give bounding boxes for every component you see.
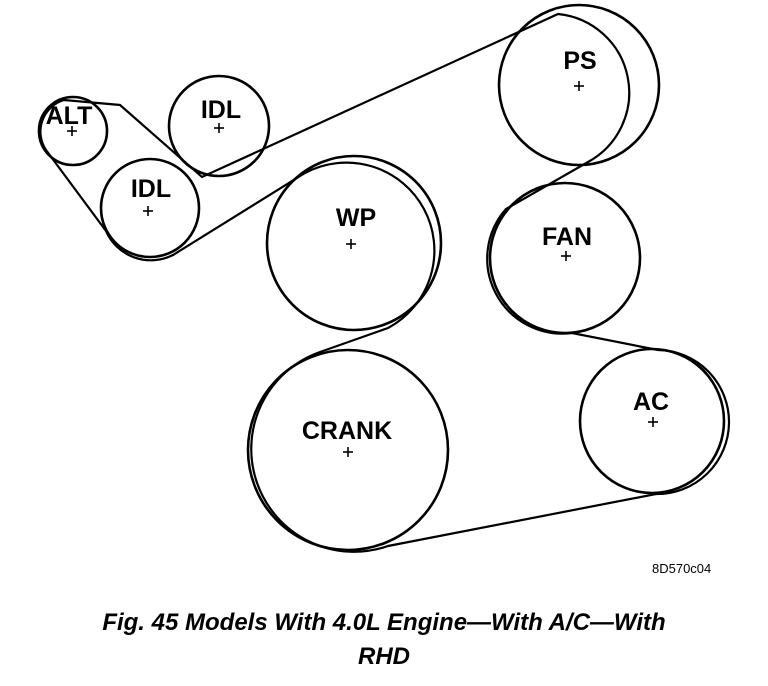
plus-icon: [214, 123, 224, 133]
pulley-label-ps: PS: [563, 47, 596, 75]
pulley-label-idl-lower: IDL: [131, 175, 171, 203]
figure-caption-line-2: RHD: [358, 643, 410, 670]
pulley-label-alt: ALT: [46, 102, 93, 130]
pulley-alt: ALT: [37, 95, 109, 167]
pulley-crankshaft: CRANK: [246, 348, 450, 552]
pulley-idler-lower: IDL: [99, 157, 201, 259]
plus-icon: [561, 251, 571, 261]
pulley-label-fan: FAN: [542, 223, 592, 251]
pulley-label-idl-upper: IDL: [201, 96, 241, 124]
pulley-idler-upper: IDL: [167, 74, 271, 178]
pulley-label-ac: AC: [633, 388, 669, 416]
plus-icon: [574, 81, 584, 91]
figure-reference-code: 8D570c04: [652, 561, 711, 576]
pulley-label-crank: CRANK: [302, 417, 392, 445]
pulley-fan: FAN: [488, 181, 642, 335]
pulley-label-wp: WP: [336, 204, 376, 232]
pulley-water-pump: WP: [265, 154, 443, 332]
plus-icon: [343, 447, 353, 457]
plus-icon: [67, 126, 77, 136]
plus-icon: [648, 417, 658, 427]
pulley-ac-compressor: AC: [578, 347, 726, 495]
drive-belt: [39, 12, 731, 553]
plus-icon: [346, 239, 356, 249]
figure-caption-line-1: Fig. 45 Models With 4.0L Engine—With A/C…: [102, 609, 666, 636]
pulley-power-steering: PS: [497, 3, 661, 167]
plus-icon: [143, 206, 153, 216]
